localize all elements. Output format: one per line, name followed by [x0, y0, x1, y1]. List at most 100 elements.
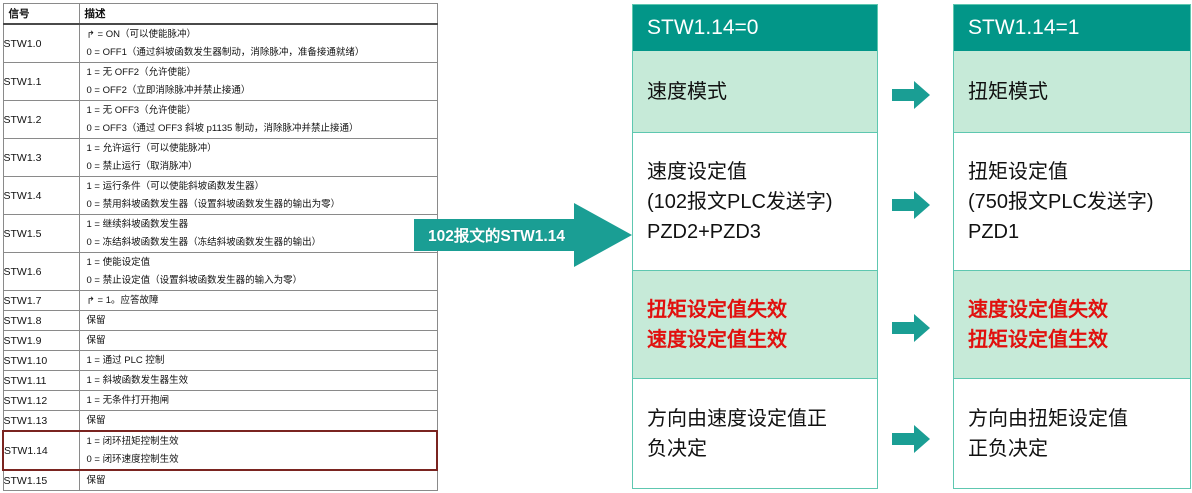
small-arrow-shape	[892, 314, 930, 342]
small-arrow-shape	[892, 191, 930, 219]
description-line: 0 = 禁止设定值（设置斜坡函数发生器的输入为零）	[86, 275, 303, 286]
description-line: 保留	[86, 335, 106, 346]
panel-right-cell-mode: 扭矩模式	[954, 51, 1190, 133]
cell-description: 1 = 运行条件（可以使能斜坡函数发生器）0 = 禁用斜坡函数发生器（设置斜坡函…	[78, 176, 438, 215]
cell-signal: STW1.8	[2, 310, 80, 331]
description-line: 1 = 继续斜坡函数发生器	[86, 219, 189, 230]
description-line: 1 = 使能设定值	[86, 257, 151, 268]
description-line: 0 = 禁止运行（取消脉冲）	[86, 161, 198, 172]
cell-line: 扭矩设定值生效	[968, 328, 1108, 351]
panel-left-cell-mode: 速度模式	[633, 51, 877, 133]
cell-signal: STW1.3	[2, 138, 80, 177]
cell-line: 速度设定值生效	[647, 328, 787, 351]
description-line: 0 = 冻结斜坡函数发生器（冻结斜坡函数发生器的输出）	[86, 237, 322, 248]
panel-right-cell-direction: 方向由扭矩设定值正负决定	[954, 379, 1190, 488]
cell-line: 正负决定	[968, 437, 1048, 460]
cell-signal: STW1.0	[2, 23, 80, 63]
description-line: 1 = 无 OFF2（允许使能）	[86, 67, 197, 78]
table-row: STW1.8 保留	[2, 310, 438, 331]
cell-line: PZD2+PZD3	[647, 220, 761, 243]
big-transition-arrow: 102报文的STW1.14	[414, 203, 632, 267]
small-arrow-shape	[892, 81, 930, 109]
description-line: 1 = 允许运行（可以使能脉冲）	[86, 143, 217, 154]
panel-header-stw114-1: STW1.14=1	[954, 5, 1190, 51]
cell-signal: STW1.1	[2, 62, 80, 101]
cell-description: 保留	[78, 410, 438, 432]
table-row: STW1.13 保留	[2, 410, 438, 432]
cell-description: ↱ = 1。应答故障	[78, 290, 438, 311]
table-row: STW1.12 1 = 无条件打开抱闸	[2, 390, 438, 411]
cell-signal: STW1.14	[2, 430, 80, 471]
panel-left-cell-setpoint: 速度设定值(102报文PLC发送字)PZD2+PZD3	[633, 133, 877, 271]
panel-stw114-0: STW1.14=0 速度模式 速度设定值(102报文PLC发送字)PZD2+PZ…	[632, 4, 878, 489]
description-line: ↱ = ON（可以使能脉冲）	[86, 29, 196, 41]
panel-header-stw114-0: STW1.14=0	[633, 5, 877, 51]
cell-description: 1 = 继续斜坡函数发生器 0 = 冻结斜坡函数发生器（冻结斜坡函数发生器的输出）	[78, 214, 438, 253]
description-line: 1 = 无 OFF3（允许使能）	[86, 105, 197, 116]
table-row: STW1.10 1 = 通过 PLC 控制	[2, 350, 438, 371]
description-line: 保留	[86, 475, 106, 486]
cell-description: 保留	[78, 330, 438, 351]
cell-signal: STW1.10	[2, 350, 80, 371]
description-line: 0 = OFF1（通过斜坡函数发生器制动，消除脉冲，准备接通就绪）	[86, 47, 365, 58]
panel-right-cell-setpoint: 扭矩设定值 (750报文PLC发送字) PZD1	[954, 133, 1190, 271]
cell-signal: STW1.11	[2, 370, 80, 391]
cell-line: (750报文PLC发送字)	[968, 190, 1154, 213]
cell-signal: STW1.9	[2, 330, 80, 351]
cell-line: 速度模式	[647, 80, 727, 103]
table-row: STW1.11 1 = 斜坡函数发生器生效	[2, 370, 438, 391]
cell-line: 方向由扭矩设定值	[968, 407, 1128, 430]
cell-signal: STW1.2	[2, 100, 80, 139]
description-line: ↱ = 1。应答故障	[86, 295, 159, 307]
small-arrow-effect	[892, 313, 930, 343]
cell-line: 扭矩设定值	[968, 160, 1068, 183]
cell-signal: STW1.4	[2, 176, 80, 215]
cell-description: 保留	[78, 310, 438, 331]
description-line: 0 = OFF2（立即消除脉冲并禁止接通）	[86, 85, 251, 96]
description-line: 1 = 无条件打开抱闸	[86, 395, 170, 406]
description-line: 1 = 斜坡函数发生器生效	[86, 375, 189, 386]
panel-left-cell-effect: 扭矩设定值失效速度设定值生效	[633, 271, 877, 379]
cell-description: 保留	[78, 469, 438, 491]
cell-signal: STW1.15	[2, 469, 80, 491]
cell-description: 1 = 使能设定值 0 = 禁止设定值（设置斜坡函数发生器的输入为零）	[78, 252, 438, 291]
stw1-bit-table: 信号 描述 STW1.0 ↱ = ON（可以使能脉冲） 0 = OFF1（通过斜坡函…	[2, 3, 438, 491]
cell-line: 负决定	[647, 437, 707, 460]
table-row: STW1.3 1 = 允许运行（可以使能脉冲） 0 = 禁止运行（取消脉冲）	[2, 138, 438, 177]
cell-signal: STW1.12	[2, 390, 80, 411]
table-header-row: 信号 描述	[2, 3, 438, 25]
description-line: 保留	[86, 415, 106, 426]
description-line: 1 = 闭环扭矩控制生效	[86, 436, 179, 447]
table-row: STW1.1 1 = 无 OFF2（允许使能） 0 = OFF2（立即消除脉冲并禁止…	[2, 62, 438, 101]
cell-line: 速度设定值失效	[968, 298, 1108, 321]
description-line: 1 = 通过 PLC 控制	[86, 355, 165, 366]
big-arrow-label: 102报文的STW1.14	[428, 228, 565, 245]
description-line: 保留	[86, 315, 106, 326]
cell-description: 1 = 无条件打开抱闸	[78, 390, 438, 411]
small-arrow-shape	[892, 425, 930, 453]
cell-line: PZD1	[968, 220, 1020, 243]
cell-line: 速度设定值	[647, 160, 747, 183]
description-line: 0 = OFF3（通过 OFF3 斜坡 p1135 制动，消除脉冲并禁止接通）	[86, 123, 359, 134]
rising-edge-icon: ↱	[86, 30, 95, 41]
table-row: STW1.2 1 = 无 OFF3（允许使能） 0 = OFF3（通过 OFF3 斜…	[2, 100, 438, 139]
small-arrow-direction	[892, 424, 930, 454]
big-arrow-shape	[414, 203, 632, 267]
table-row: STW1.0 ↱ = ON（可以使能脉冲） 0 = OFF1（通过斜坡函数发生器制动…	[2, 23, 438, 63]
cell-line: 扭矩设定值失效	[647, 298, 787, 321]
table-row: STW1.6 1 = 使能设定值 0 = 禁止设定值（设置斜坡函数发生器的输入为零）	[2, 252, 438, 291]
table-row: STW1.9 保留	[2, 330, 438, 351]
panel-left-cell-direction: 方向由速度设定值正负决定	[633, 379, 877, 488]
cell-description: 1 = 无 OFF2（允许使能） 0 = OFF2（立即消除脉冲并禁止接通）	[78, 62, 438, 101]
stw1-bit-table-container: 信号 描述 STW1.0 ↱ = ON（可以使能脉冲） 0 = OFF1（通过斜坡函…	[2, 3, 438, 491]
rising-edge-icon: ↱	[86, 296, 95, 307]
cell-description: 1 = 允许运行（可以使能脉冲） 0 = 禁止运行（取消脉冲）	[78, 138, 438, 177]
cell-signal: STW1.7	[2, 290, 80, 311]
cell-signal: STW1.13	[2, 410, 80, 432]
panel-stw114-1: STW1.14=1 扭矩模式 扭矩设定值 (750报文PLC发送字) PZD1 速度…	[953, 4, 1191, 489]
small-arrow-setpoint	[892, 190, 930, 220]
cell-signal: STW1.6	[2, 252, 80, 291]
